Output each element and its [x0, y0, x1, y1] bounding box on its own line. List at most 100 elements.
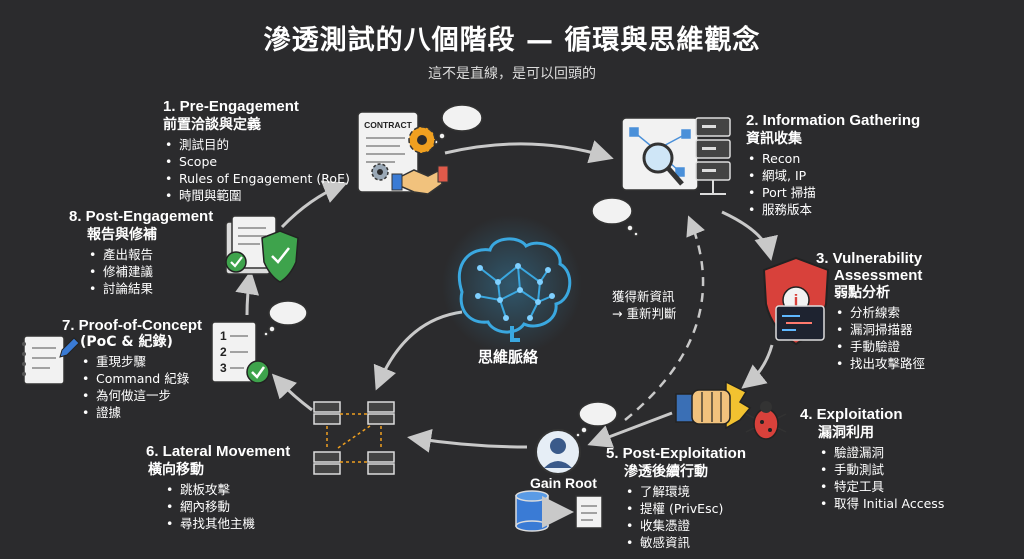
list-item: 取得 Initial Access: [818, 495, 944, 512]
thought-bubble-3: [263, 300, 308, 337]
arrow-5-to-6: [407, 428, 528, 453]
stage-title: 7. Proof-of-Concept (PoC & 紀錄): [62, 317, 202, 350]
stage-1-pre-engagement: 1. Pre-Engagement 前置洽談與定義 測試目的 Scope Rul…: [163, 98, 350, 204]
list-item: Scope: [163, 153, 350, 170]
list-item: 產出報告: [87, 246, 213, 263]
list-item: Command 紀錄: [80, 370, 202, 387]
list-item: 分析線索: [834, 304, 925, 321]
code-window-icon: [775, 305, 825, 341]
list-item: 手動測試: [818, 461, 944, 478]
stage-7-proof-of-concept: 7. Proof-of-Concept (PoC & 紀錄) 重現步驟 Comm…: [62, 317, 202, 421]
list-item: 了解環境: [624, 483, 746, 500]
list-item: 提權 (PrivEsc): [624, 500, 746, 517]
svg-text:2: 2: [220, 345, 227, 359]
list-item: 網內移動: [164, 498, 290, 515]
notebook-icon: [22, 335, 80, 385]
svg-text:i: i: [794, 291, 799, 310]
svg-text:3: 3: [220, 361, 227, 375]
svg-text:1: 1: [220, 329, 227, 343]
stage-6-lateral-movement: 6. Lateral Movement 橫向移動 跳板攻擊 網內移動 尋找其他主…: [146, 443, 290, 532]
stage-title: 1. Pre-Engagement: [163, 98, 299, 115]
stage-items: 重現步驟 Command 紀錄 為何做這一步 證據: [62, 353, 202, 421]
list-item: Recon: [746, 150, 920, 167]
list-item: 服務版本: [746, 201, 920, 218]
list-item: 特定工具: [818, 478, 944, 495]
list-item: 網域, IP: [746, 167, 920, 184]
stage-title: 8. Post-Engagement: [69, 208, 214, 225]
contract-label: CONTRACT: [364, 120, 412, 130]
arrow-7-to-8: [235, 270, 260, 316]
stage-items: 跳板攻擊 網內移動 尋找其他主機: [146, 481, 290, 532]
center-label: 思維脈絡: [478, 348, 539, 366]
cycle-arrows: [235, 140, 778, 453]
loop-note-line-2: → 重新判斷: [612, 306, 677, 321]
stage-subtitle: 資訊收集: [746, 131, 802, 147]
list-item: 時間與範圍: [163, 187, 350, 204]
bug-icon: [745, 401, 787, 440]
arrow-center-to-6: [373, 310, 463, 391]
list-item: 證據: [80, 404, 202, 421]
stage-3-vulnerability-assessment: 3. Vulnerability Assessment 弱點分析 分析線索 漏洞…: [816, 250, 925, 372]
thought-bubble-2: [591, 197, 639, 237]
numbered-checklist-icon: 1 2 3: [211, 321, 270, 384]
stage-title: 5. Post-Exploitation: [606, 445, 747, 462]
stage-subtitle: 報告與修補: [87, 227, 157, 243]
stage-items: 測試目的 Scope Rules of Engagement (RoE) 時間與…: [163, 136, 350, 204]
list-item: 測試目的: [163, 136, 350, 153]
list-item: 討論結果: [87, 280, 213, 297]
brain-icon: [442, 215, 582, 355]
thought-bubble-1: [433, 104, 483, 145]
list-item: 驗證漏洞: [818, 444, 944, 461]
fist-icon: [675, 380, 752, 430]
stage-4-exploitation: 4. Exploitation 漏洞利用 驗證漏洞 手動測試 特定工具 取得 I…: [800, 406, 944, 512]
list-item: 修補建議: [87, 263, 213, 280]
list-item: Port 掃描: [746, 184, 920, 201]
stage-items: 驗證漏洞 手動測試 特定工具 取得 Initial Access: [800, 444, 944, 512]
stage-title: 2. Information Gathering: [746, 112, 921, 129]
list-item: 收集憑證: [624, 517, 746, 534]
page-title: 滲透測試的八個階段 — 循環與思維觀念: [263, 25, 761, 56]
arrow-4-to-5: [587, 411, 673, 448]
gear-icon: [371, 126, 436, 181]
list-item: 敏感資訊: [624, 534, 746, 551]
list-item: 重現步驟: [80, 353, 202, 370]
stage-title: 3. Vulnerability Assessment: [816, 250, 923, 284]
stage-subtitle: 弱點分析: [834, 285, 890, 301]
arrow-3-to-4: [741, 344, 774, 389]
stage-title: 4. Exploitation: [800, 406, 903, 423]
stage-subtitle: 前置洽談與定義: [163, 117, 261, 133]
shield-check-icon: [261, 230, 299, 283]
stage-subtitle: 滲透後續行動: [624, 464, 708, 480]
list-item: 漏洞掃描器: [834, 321, 925, 338]
stage-8-post-engagement: 8. Post-Engagement 報告與修補 產出報告 修補建議 討論結果: [69, 208, 213, 297]
stage-subtitle: 漏洞利用: [818, 425, 874, 441]
list-item: Rules of Engagement (RoE): [163, 170, 350, 187]
gain-root-label: Gain Root: [530, 475, 597, 491]
arrow-1-to-2: [444, 140, 614, 164]
magnifier-icon: [642, 142, 684, 186]
server-stack-icon: [695, 117, 731, 195]
feedback-loop-arrow: [624, 215, 705, 421]
stage-items: 分析線索 漏洞掃描器 手動驗證 找出攻擊路徑: [816, 304, 925, 372]
database-icon: [515, 490, 574, 532]
stage-5-post-exploitation: 5. Post-Exploitation 滲透後續行動 了解環境 提權 (Pri…: [606, 445, 746, 551]
list-item: 手動驗證: [834, 338, 925, 355]
thought-bubble-4: [575, 401, 618, 438]
handshake-icon: [391, 165, 449, 195]
stage-items: Recon 網域, IP Port 掃描 服務版本: [746, 150, 920, 218]
stage-2-information-gathering: 2. Information Gathering 資訊收集 Recon 網域, …: [746, 112, 920, 218]
loop-note: 獲得新資訊 → 重新判斷: [612, 288, 676, 322]
list-item: 找出攻擊路徑: [834, 355, 925, 372]
stage-title: 6. Lateral Movement: [146, 443, 291, 460]
stage-items: 了解環境 提權 (PrivEsc) 收集憑證 敏感資訊: [606, 483, 746, 551]
thought-bubble-icons: [263, 104, 639, 438]
recon-dashboard-icon: [621, 117, 699, 191]
page-subtitle: 這不是直線，是可以回頭的: [428, 66, 596, 82]
loop-note-line-1: 獲得新資訊: [612, 289, 675, 304]
stage-subtitle: 橫向移動: [148, 462, 204, 478]
file-icon: [575, 495, 603, 529]
list-item: 尋找其他主機: [164, 515, 290, 532]
user-avatar-icon: [535, 429, 581, 475]
stage-items: 產出報告 修補建議 討論結果: [69, 246, 213, 297]
